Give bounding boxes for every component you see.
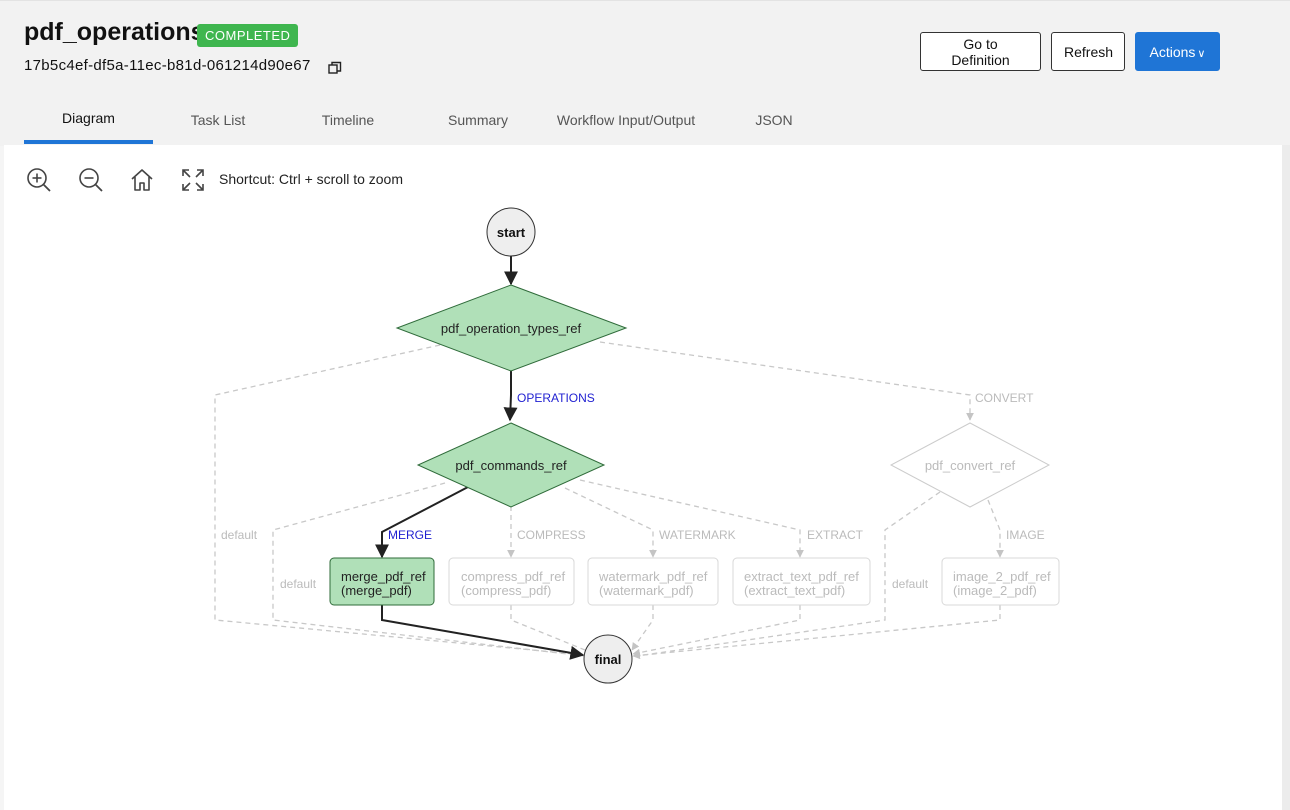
node-start-label: start [497,225,526,240]
node-pdf-operation-types-ref[interactable]: pdf_operation_types_ref [395,284,628,372]
edge-extract-final [632,605,801,657]
node-pdf-convert-ref[interactable]: pdf_convert_ref [889,422,1051,508]
node-image-2-pdf-ref[interactable]: image_2_pdf_ref (image_2_pdf) [941,557,1060,606]
edge-label-default: default [221,528,258,542]
chevron-down-icon: ∨ [1197,47,1206,60]
go-to-definition-button[interactable]: Go to Definition [920,32,1041,71]
zoom-out-icon[interactable] [78,167,104,193]
edge-types-default [214,344,586,656]
edge-label-image: IMAGE [1006,528,1045,542]
edge-commands-watermark [564,487,657,558]
node-final-label: final [595,652,622,667]
node-pdf-commands-ref[interactable]: pdf_commands_ref [416,422,606,508]
fullscreen-icon[interactable] [180,167,206,193]
edge-commands-default [272,482,586,657]
node-extract-ref-label: extract_text_pdf_ref [744,569,859,584]
node-image-type-label: (image_2_pdf) [953,583,1037,598]
node-compress-pdf-ref[interactable]: compress_pdf_ref (compress_pdf) [448,557,575,606]
edge-types-operations [503,370,518,422]
edge-convert-default [629,491,941,658]
copy-icon[interactable] [328,61,342,75]
actions-label: Actions [1149,43,1196,60]
node-final[interactable]: final [583,634,633,684]
node-extract-text-pdf-ref[interactable]: extract_text_pdf_ref (extract_text_pdf) [732,557,871,606]
workflow-id: 17b5c4ef-df5a-11ec-b81d-061214d90e67 [24,57,311,74]
edge-image-final [632,605,1001,660]
node-pdf-operation-types-ref-label: pdf_operation_types_ref [441,321,582,336]
scrollbar[interactable] [1282,145,1290,810]
node-image-ref-label: image_2_pdf_ref [953,569,1051,584]
edge-convert-image [987,499,1004,558]
node-watermark-pdf-ref[interactable]: watermark_pdf_ref (watermark_pdf) [587,557,719,606]
edge-merge-final [381,605,585,660]
node-compress-ref-label: compress_pdf_ref [461,569,565,584]
actions-dropdown-button[interactable]: Actions∨ [1135,32,1220,71]
edge-label-merge: MERGE [388,528,432,542]
zoom-shortcut-hint: Shortcut: Ctrl + scroll to zoom [219,171,404,187]
diagram-canvas[interactable] [4,145,1282,810]
edge-commands-merge [375,486,469,559]
node-start[interactable]: start [486,207,536,257]
edge-watermark-final [631,605,654,651]
edge-label-compress: COMPRESS [517,528,586,542]
node-merge-ref-label: merge_pdf_ref [341,569,426,584]
node-watermark-ref-label: watermark_pdf_ref [598,569,708,584]
edge-commands-extract [579,479,804,558]
node-merge-type-label: (merge_pdf) [341,583,412,598]
edge-label-convert: CONVERT [975,391,1034,405]
edge-types-convert [599,341,974,421]
status-badge: COMPLETED [197,24,299,47]
edge-label-extract: EXTRACT [807,528,864,542]
home-icon[interactable] [129,167,155,193]
workflow-title: pdf_operations [24,18,205,46]
edge-label-operations: OPERATIONS [517,391,595,405]
refresh-button[interactable]: Refresh [1051,32,1125,71]
edge-label-default: default [892,577,929,591]
node-pdf-convert-ref-label: pdf_convert_ref [925,458,1016,473]
tab-diagram[interactable]: Diagram [24,96,153,144]
node-watermark-type-label: (watermark_pdf) [599,583,694,598]
edge-compress-final [510,605,586,651]
tab-workflow-input-output[interactable]: Workflow Input/Output [556,112,696,128]
node-compress-type-label: (compress_pdf) [461,583,551,598]
zoom-in-icon[interactable] [26,167,52,193]
edge-label-watermark: WATERMARK [659,528,736,542]
edge-label-default: default [280,577,317,591]
node-merge-pdf-ref[interactable]: merge_pdf_ref (merge_pdf) [329,557,435,606]
node-pdf-commands-ref-label: pdf_commands_ref [455,458,567,473]
tab-summary[interactable]: Summary [448,112,508,128]
tab-timeline[interactable]: Timeline [321,112,375,128]
tab-json[interactable]: JSON [755,112,793,128]
tab-task-list[interactable]: Task List [190,112,246,128]
node-extract-type-label: (extract_text_pdf) [744,583,845,598]
